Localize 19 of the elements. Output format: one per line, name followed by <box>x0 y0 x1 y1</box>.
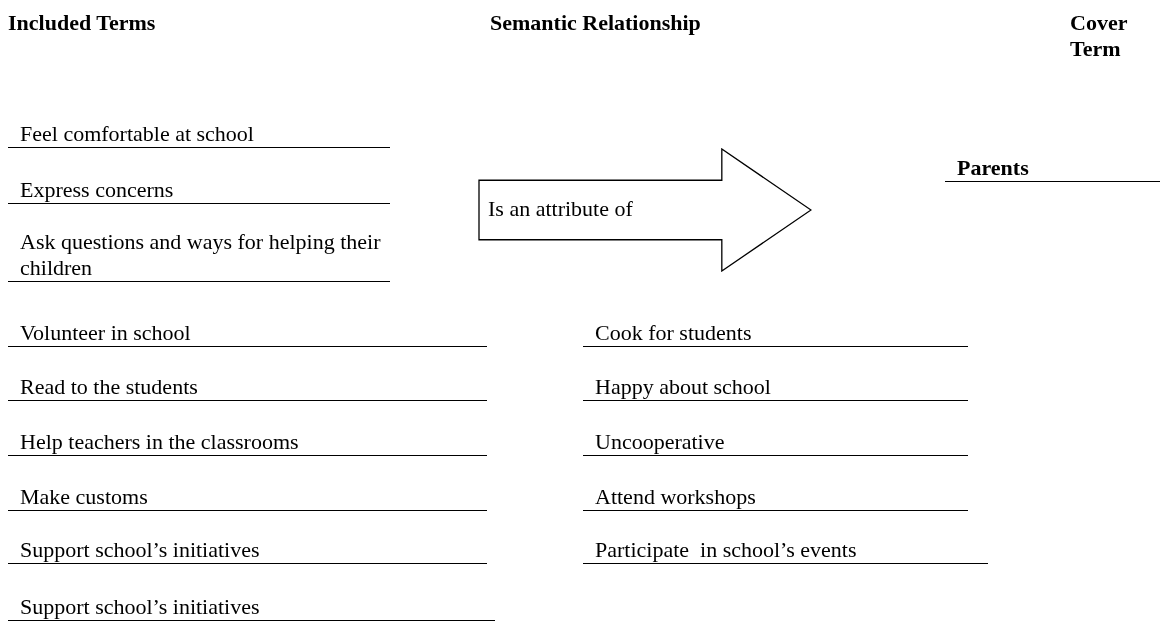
underlined-term: Attend workshops <box>583 484 968 511</box>
relation-text: Is an attribute of <box>488 196 633 222</box>
underlined-term: Cook for students <box>583 320 968 347</box>
column-heading: Cover Term <box>1070 10 1129 62</box>
underlined-term: Happy about school <box>583 374 968 401</box>
underlined-term: Support school’s initiatives <box>8 594 495 621</box>
underlined-term: Ask questions and ways for helping their children <box>8 229 390 282</box>
underlined-term: Feel comfortable at school <box>8 121 390 148</box>
underlined-term: Uncooperative <box>583 429 968 456</box>
underlined-term: Participate in school’s events <box>583 537 988 564</box>
underlined-term: Volunteer in school <box>8 320 487 347</box>
cover-term: Parents <box>945 155 1160 182</box>
underlined-term: Support school’s initiatives <box>8 537 487 564</box>
underlined-term: Express concerns <box>8 177 390 204</box>
underlined-term: Read to the students <box>8 374 487 401</box>
underlined-term: Help teachers in the classrooms <box>8 429 487 456</box>
column-heading: Included Terms <box>8 10 156 36</box>
column-heading: Semantic Relationship <box>490 10 701 36</box>
underlined-term: Make customs <box>8 484 487 511</box>
